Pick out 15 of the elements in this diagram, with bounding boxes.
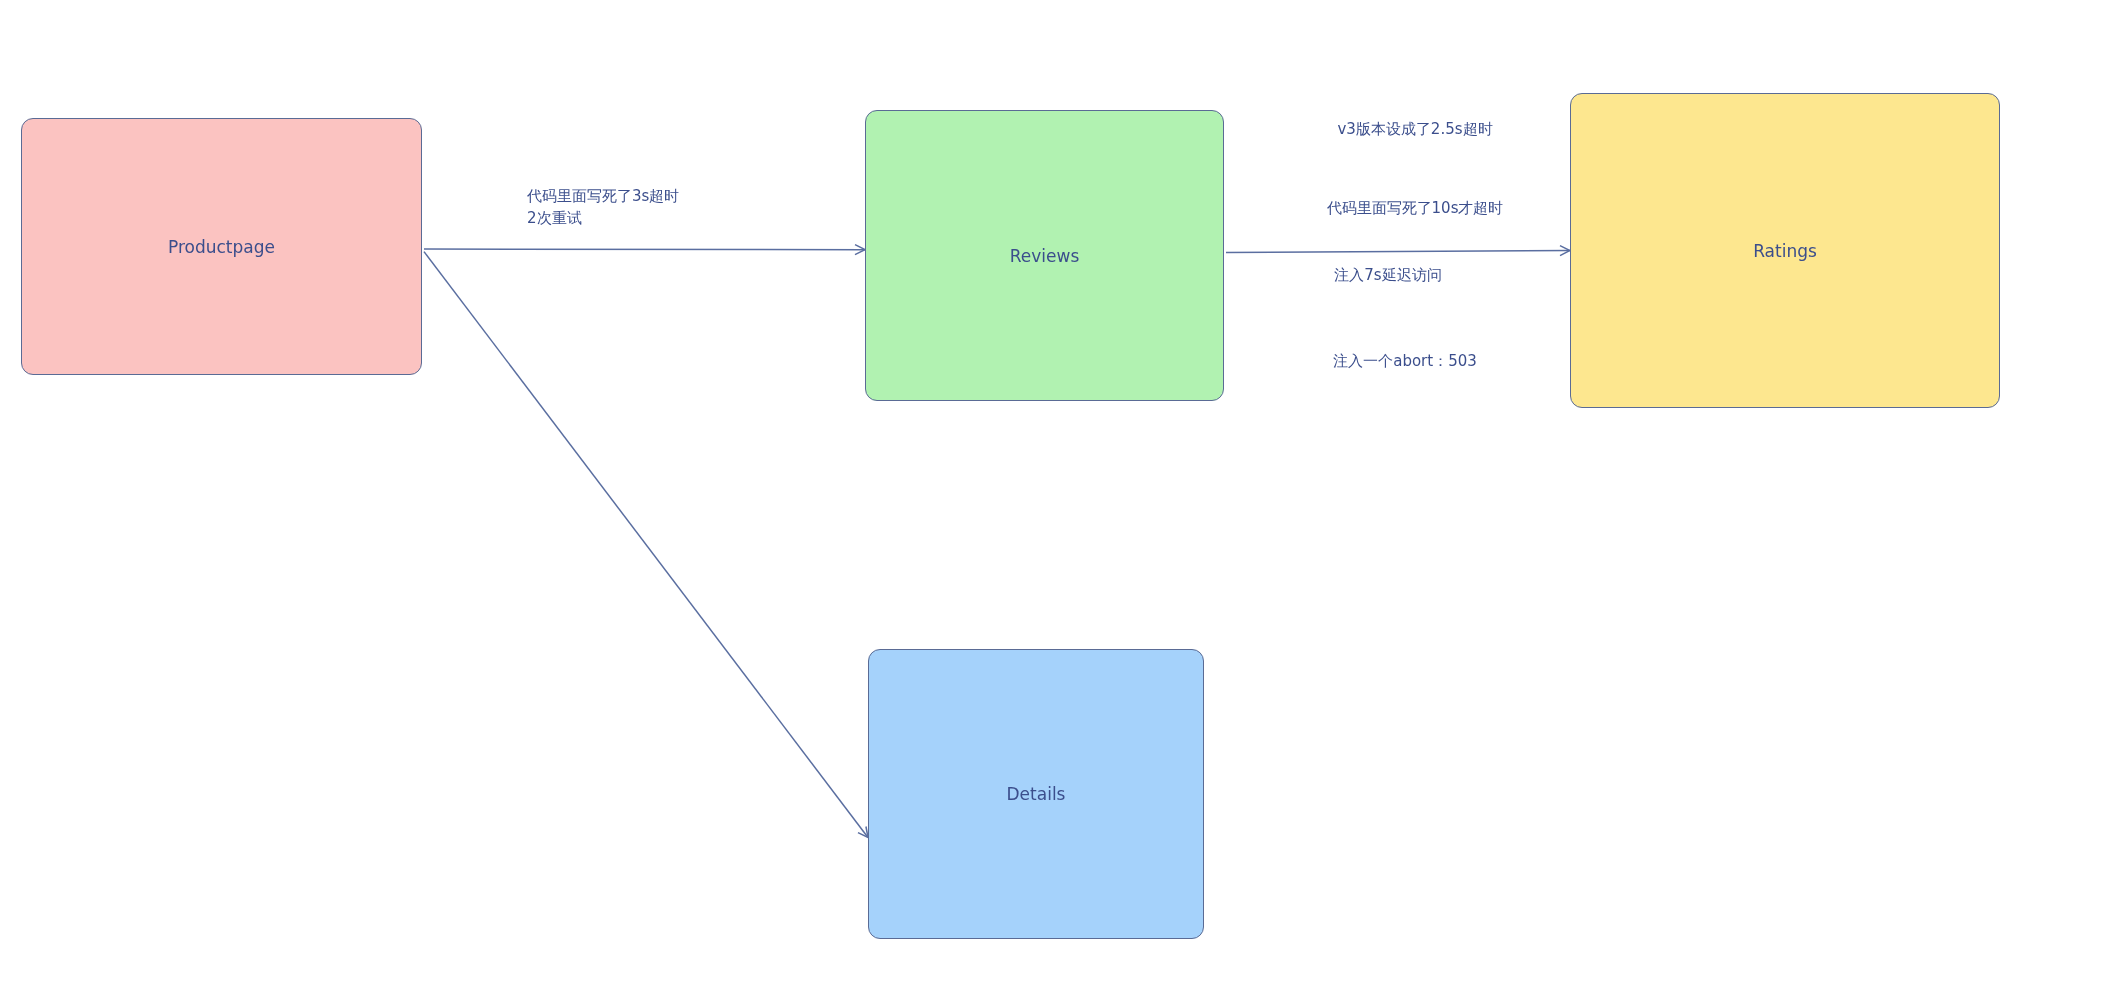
node-label: Reviews [1009,245,1080,266]
annotation-text: 注入一个abort：503 [1333,351,1477,371]
node-label: Ratings [1753,240,1817,261]
arrow [423,250,869,839]
annotation-text: 注入7s延迟访问 [1334,265,1442,285]
service-box [865,110,1224,401]
node-label: Productpage [168,236,275,257]
arrow [1225,244,1571,257]
node-label: Details [1006,784,1066,804]
arrow [423,243,866,256]
service-box [21,118,422,375]
service-box [1570,93,2000,408]
annotation-text: 代码里面写死了10s才超时 [1326,198,1504,218]
annotation-text: v3版本设成了2.5s超时 [1337,119,1493,139]
service-box [868,649,1204,939]
